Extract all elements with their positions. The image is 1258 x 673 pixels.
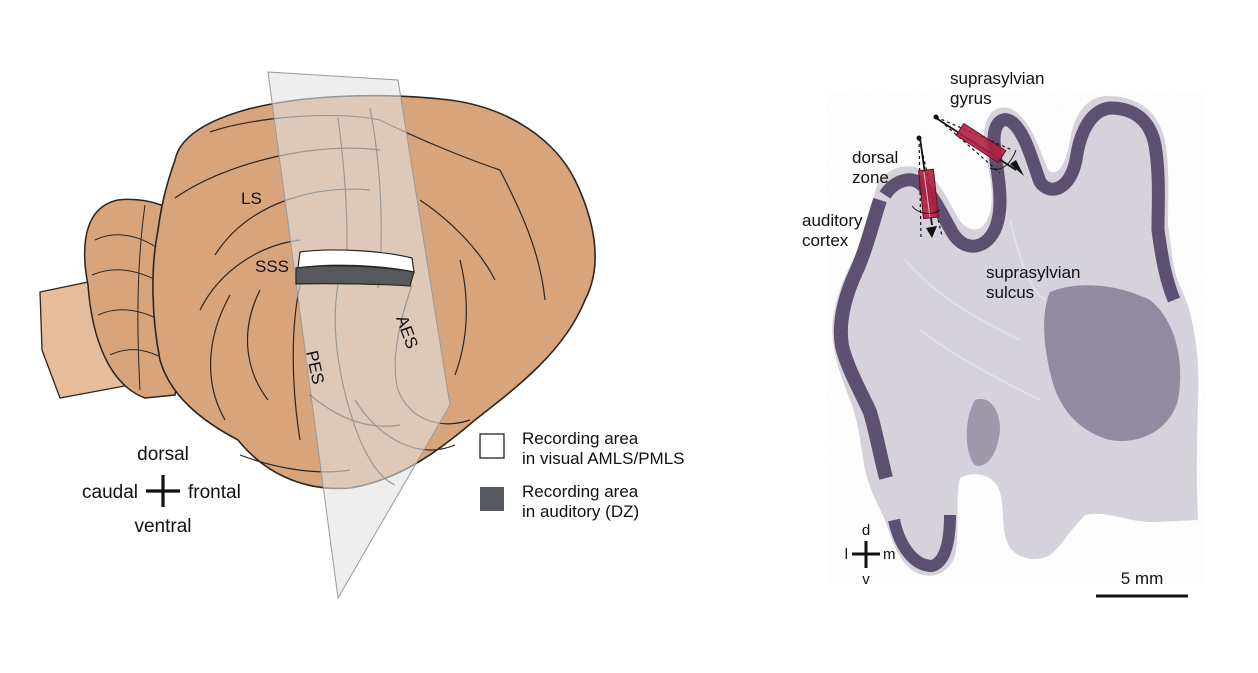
orientation-cross-right: d v l m <box>845 522 896 588</box>
sulcus-label-ls: LS <box>241 189 262 208</box>
orient-dorsal: dorsal <box>137 444 189 465</box>
legend-visual-line1: Recording area <box>522 429 639 448</box>
label-suprasylvian-gyrus-1: suprasylvian <box>950 69 1045 88</box>
label-dorsal-zone-2: zone <box>852 168 889 187</box>
legend-auditory-line1: Recording area <box>522 482 639 501</box>
label-suprasylvian-gyrus-2: gyrus <box>950 89 992 108</box>
electrode-suprasylvian <box>933 114 1024 176</box>
label-suprasylvian-sulcus-2: sulcus <box>986 283 1034 302</box>
legend: Recording area in visual AMLS/PMLS Recor… <box>479 429 685 521</box>
scale-bar: 5 mm <box>1096 569 1188 598</box>
scale-bar-label: 5 mm <box>1121 569 1164 588</box>
label-auditory-cortex-2: cortex <box>802 231 849 250</box>
probe-dorsal-zone <box>917 168 940 220</box>
recording-plane <box>267 71 451 600</box>
orient-v: v <box>862 571 870 588</box>
orientation-cross-left: dorsal ventral caudal frontal <box>82 444 241 537</box>
orient-m: m <box>883 546 896 563</box>
orient-caudal: caudal <box>82 482 138 503</box>
label-suprasylvian-sulcus-1: suprasylvian <box>986 263 1081 282</box>
legend-visual-line2: in visual AMLS/PMLS <box>522 449 685 468</box>
probe-suprasylvian <box>955 122 1007 164</box>
brain-lateral-diagram: LS SSS PES AES <box>39 71 596 600</box>
legend-auditory-line2: in auditory (DZ) <box>522 502 639 521</box>
legend-swatch-visual <box>479 433 505 459</box>
orient-l: l <box>845 546 848 563</box>
auditory-recording-area <box>295 265 415 287</box>
label-auditory-cortex-1: auditory <box>802 211 863 230</box>
orient-d: d <box>862 522 870 539</box>
electrode-dorsal-zone <box>911 135 943 239</box>
sulcus-label-sss: SSS <box>255 257 289 276</box>
orient-ventral: ventral <box>134 516 191 537</box>
legend-swatch-auditory <box>480 487 504 511</box>
tissue-grain <box>826 90 1206 585</box>
cerebellum-folds <box>91 204 171 391</box>
label-dorsal-zone-1: dorsal <box>852 148 898 167</box>
orient-frontal: frontal <box>188 482 241 503</box>
